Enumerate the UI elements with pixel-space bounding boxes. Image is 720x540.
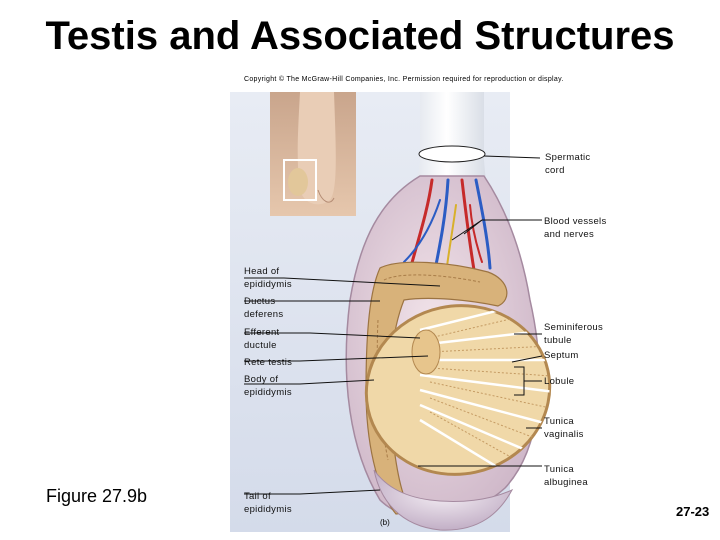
label-tunica-albuginea: Tunica albuginea bbox=[544, 464, 588, 489]
figure-label: Figure 27.9b bbox=[46, 486, 147, 507]
label-seminiferous-tubule: Seminiferous tubule bbox=[544, 322, 603, 347]
label-spermatic-cord: Spermatic cord bbox=[545, 152, 590, 177]
label-ductus-deferens: Ductus deferens bbox=[244, 296, 283, 321]
slide-number: 27-23 bbox=[676, 504, 709, 519]
label-head-of-epididymis: Head of epididymis bbox=[244, 266, 292, 291]
inset-external-view bbox=[270, 92, 356, 216]
panel-label: (b) bbox=[380, 518, 390, 527]
label-body-of-epididymis: Body of epididymis bbox=[244, 374, 292, 399]
label-tunica-vaginalis: Tunica vaginalis bbox=[544, 416, 584, 441]
label-lobule: Lobule bbox=[544, 376, 574, 389]
label-rete-testis: Rete testis bbox=[244, 357, 292, 370]
label-blood-vessels: Blood vessels and nerves bbox=[544, 216, 607, 241]
label-septum: Septum bbox=[544, 350, 579, 363]
label-efferent-ductule: Efferent ductule bbox=[244, 327, 280, 352]
label-tail-of-epididymis: Tail of epididymis bbox=[244, 491, 292, 516]
